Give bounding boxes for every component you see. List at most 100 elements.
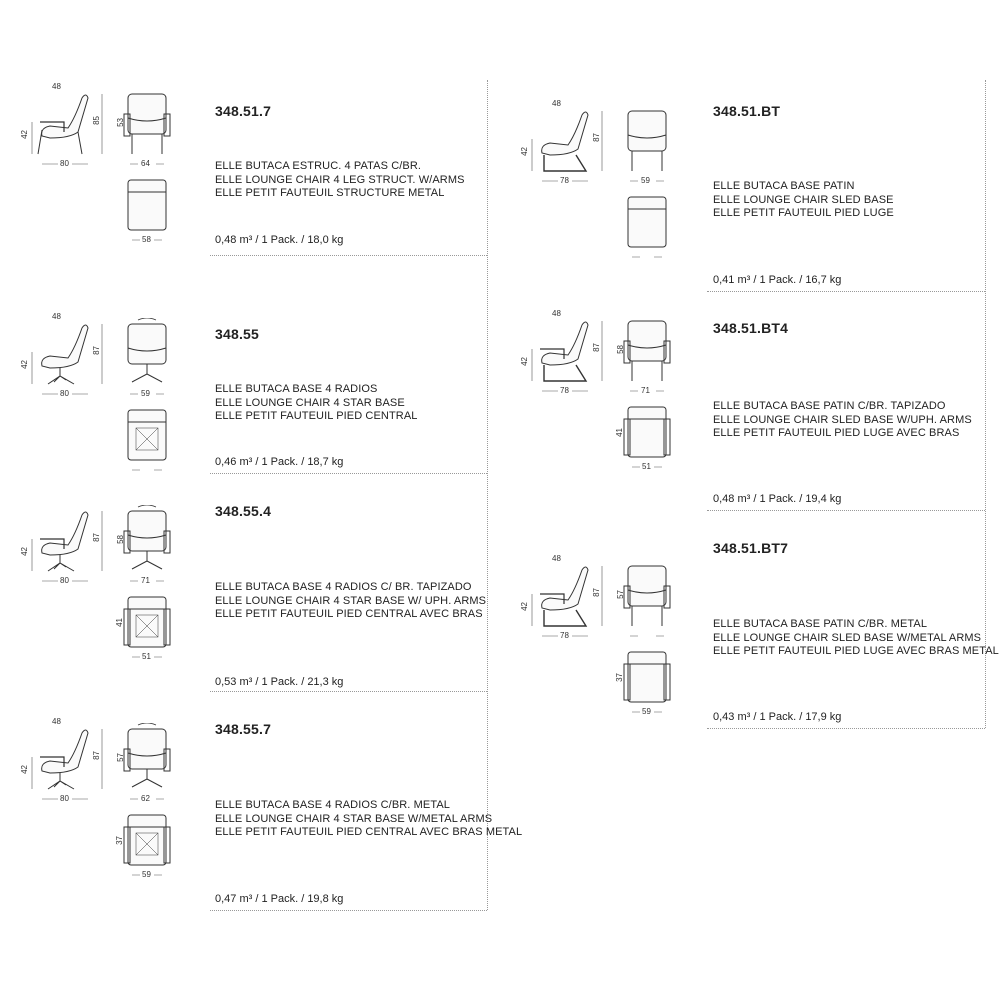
dimension-total-height: 87 <box>92 533 101 542</box>
dimension-seat-height: 42 <box>520 147 529 156</box>
product-description: ELLE BUTACA BASE 4 RADIOS C/ BR. TAPIZAD… <box>215 581 486 622</box>
description-line: ELLE PETIT FAUTEUIL PIED LUGE <box>713 207 894 219</box>
description-line: ELLE BUTACA BASE PATIN C/BR. TAPIZADO <box>713 400 946 412</box>
product-code: 348.55.7 <box>215 721 272 737</box>
column-divider-right <box>985 80 986 728</box>
dimension-arm-height: 57 <box>116 753 125 762</box>
dimension-top-arm: 41 <box>615 428 624 437</box>
dimension-depth: 80 <box>60 794 69 803</box>
description-line: ELLE LOUNGE CHAIR SLED BASE W/METAL ARMS <box>713 631 982 644</box>
packaging-info: 0,41 m³ / 1 Pack. / 16,7 kg <box>713 274 842 286</box>
dimension-total-height: 87 <box>592 343 601 352</box>
dimension-depth: 78 <box>560 386 569 395</box>
description-line: ELLE PETIT FAUTEUIL STRUCTURE METAL <box>215 187 445 199</box>
dimension-top-width: 51 <box>642 462 651 471</box>
dimension-total-height: 87 <box>92 346 101 355</box>
description-line: ELLE LOUNGE CHAIR 4 LEG STRUCT. W/ARMS <box>215 173 465 186</box>
product-separator <box>707 510 985 511</box>
dimension-width: 62 <box>141 794 150 803</box>
product-drawing: 42 87 80 58 71 41 51 <box>20 505 190 665</box>
dimension-seat-height: 42 <box>20 360 29 369</box>
dimension-width: 59 <box>141 389 150 398</box>
column-divider-left <box>487 80 488 910</box>
dimension-top-width: 51 <box>142 652 151 661</box>
chair-diagram-icon <box>20 505 171 658</box>
chair-diagram-icon <box>520 315 671 468</box>
dimension-depth: 78 <box>560 176 569 185</box>
product-separator <box>210 473 487 474</box>
dimension-top-width: 59 <box>142 870 151 879</box>
description-line: ELLE BUTACA BASE 4 RADIOS <box>215 383 378 395</box>
description-line: ELLE PETIT FAUTEUIL PIED CENTRAL AVEC BR… <box>215 608 483 620</box>
description-line: ELLE BUTACA BASE 4 RADIOS C/BR. METAL <box>215 799 450 811</box>
product-drawing: 48 42 87 80 57 62 37 59 <box>20 717 190 883</box>
dimension-arm-height: 57 <box>616 590 625 599</box>
dimension-seat-depth: 48 <box>552 554 561 563</box>
dimension-width: 59 <box>641 176 650 185</box>
description-line: ELLE BUTACA BASE PATIN C/BR. METAL <box>713 618 928 630</box>
product-separator <box>210 910 487 911</box>
description-line: ELLE BUTACA BASE PATIN <box>713 180 855 192</box>
dimension-seat-depth: 48 <box>552 309 561 318</box>
description-line: ELLE PETIT FAUTEUIL PIED CENTRAL <box>215 410 418 422</box>
packaging-info: 0,48 m³ / 1 Pack. / 19,4 kg <box>713 493 842 505</box>
description-line: ELLE LOUNGE CHAIR 4 STAR BASE <box>215 396 405 409</box>
dimension-top-arm: 37 <box>615 673 624 682</box>
product-code: 348.51.BT <box>713 103 781 119</box>
dimension-seat-height: 42 <box>20 130 29 139</box>
dimension-arm-height: 53 <box>116 118 125 127</box>
dimension-total-height: 87 <box>92 751 101 760</box>
dimension-seat-depth: 48 <box>552 99 561 108</box>
chair-diagram-icon <box>520 560 671 713</box>
product-code: 348.55.4 <box>215 503 272 519</box>
dimension-seat-height: 42 <box>520 357 529 366</box>
product-separator <box>707 291 985 292</box>
packaging-info: 0,48 m³ / 1 Pack. / 18,0 kg <box>215 234 344 246</box>
description-line: ELLE PETIT FAUTEUIL PIED LUGE AVEC BRAS … <box>713 645 999 657</box>
product-drawing: 48 42 87 80 59 <box>20 312 190 478</box>
packaging-info: 0,53 m³ / 1 Pack. / 21,3 kg <box>215 676 344 688</box>
dimension-seat-depth: 48 <box>52 312 61 321</box>
dimension-arm-height: 58 <box>116 535 125 544</box>
dimension-top-arm: 37 <box>115 836 124 845</box>
dimension-width: 64 <box>141 159 150 168</box>
dimension-depth: 80 <box>60 389 69 398</box>
description-line: ELLE PETIT FAUTEUIL PIED CENTRAL AVEC BR… <box>215 826 523 838</box>
dimension-seat-depth: 48 <box>52 717 61 726</box>
chair-diagram-icon <box>20 723 171 876</box>
product-separator <box>210 255 487 256</box>
dimension-depth: 78 <box>560 631 569 640</box>
dimension-depth: 80 <box>60 576 69 585</box>
product-drawing: 48 42 87 78 59 <box>520 99 690 265</box>
dimension-width: 71 <box>641 386 650 395</box>
product-separator <box>210 691 487 692</box>
dimension-total-height: 87 <box>592 133 601 142</box>
dimension-width: 71 <box>141 576 150 585</box>
dimension-seat-depth: 48 <box>52 82 61 91</box>
packaging-info: 0,43 m³ / 1 Pack. / 17,9 kg <box>713 711 842 723</box>
description-line: ELLE BUTACA ESTRUC. 4 PATAS C/BR. <box>215 160 422 172</box>
packaging-info: 0,47 m³ / 1 Pack. / 19,8 kg <box>215 893 344 905</box>
dimension-total-height: 85 <box>92 116 101 125</box>
dimension-total-height: 87 <box>592 588 601 597</box>
description-line: ELLE PETIT FAUTEUIL PIED LUGE AVEC BRAS <box>713 427 960 439</box>
product-code: 348.51.BT7 <box>713 540 789 556</box>
description-line: ELLE LOUNGE CHAIR SLED BASE <box>713 193 894 206</box>
dimension-seat-height: 42 <box>20 765 29 774</box>
product-separator <box>707 728 985 729</box>
dimension-top-arm: 41 <box>115 618 124 627</box>
chair-diagram-icon <box>520 105 667 258</box>
product-description: ELLE BUTACA BASE 4 RADIOS C/BR. METAL ELL… <box>215 799 522 840</box>
description-line: ELLE LOUNGE CHAIR SLED BASE W/UPH. ARMS <box>713 413 972 426</box>
chair-diagram-icon <box>20 88 171 241</box>
chair-diagram-icon <box>20 318 167 471</box>
dimension-seat-height: 42 <box>20 547 29 556</box>
